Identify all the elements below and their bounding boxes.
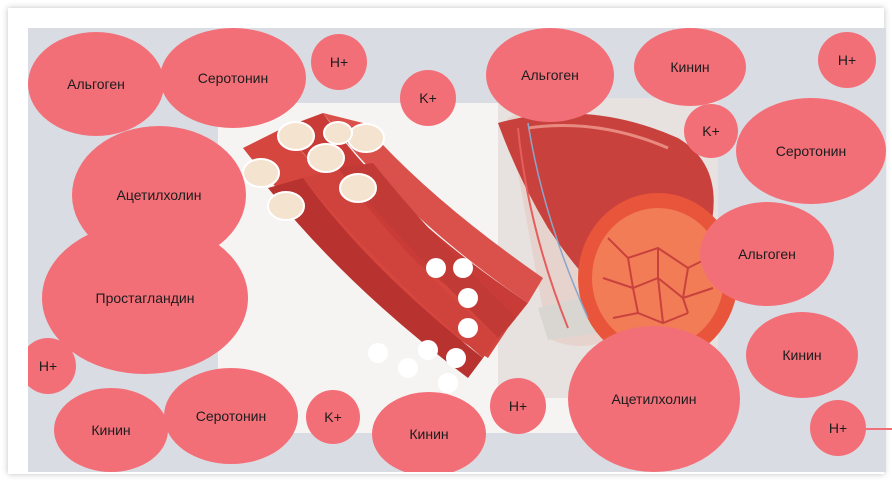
molecule-bubble-algogen: Альгоген	[28, 32, 164, 136]
bubble-label: H+	[330, 54, 348, 70]
bubble-label: Кинин	[670, 59, 709, 75]
bubble-label: Альгоген	[67, 76, 125, 92]
bubble-label: H+	[829, 420, 847, 436]
bubble-label: Кинин	[409, 426, 448, 442]
molecule-bubble-serotonin: Серотонин	[160, 28, 306, 128]
slide-stage: Альгоген Серотонин H+ K+ Альгоген Кинин …	[28, 28, 886, 472]
molecule-bubble-prostaglandin: Простагландин	[42, 222, 248, 374]
bubble-label: Ацетилхолин	[117, 187, 202, 203]
molecule-bubble-serotonin: Серотонин	[164, 368, 298, 464]
molecule-bubble-kinin: Кинин	[372, 392, 486, 472]
molecule-bubble-acetylcholine: Ацетилхолин	[568, 326, 740, 472]
bubble-label: K+	[419, 90, 437, 106]
bubble-label: H+	[838, 52, 856, 68]
molecule-bubble-h-plus: H+	[818, 32, 876, 88]
bubble-label: Серотонин	[776, 143, 847, 159]
molecule-bubble-h-plus: H+	[311, 34, 367, 90]
bubble-label: Серотонин	[198, 70, 269, 86]
bubble-label: K+	[702, 123, 720, 139]
molecule-bubble-h-plus: H+	[490, 378, 546, 434]
molecule-bubble-algogen: Альгоген	[486, 28, 614, 122]
molecule-bubble-h-plus: H+	[810, 400, 866, 456]
connector-line	[866, 428, 892, 430]
bubble-label: Кинин	[91, 422, 130, 438]
bubble-label: Альгоген	[738, 246, 796, 262]
bubble-label: H+	[509, 398, 527, 414]
molecule-bubble-k-plus: K+	[306, 390, 360, 444]
molecule-bubble-kinin: Кинин	[634, 28, 746, 106]
bubble-label: Альгоген	[521, 67, 579, 83]
molecule-bubble-k-plus: K+	[684, 104, 738, 158]
molecule-bubble-serotonin: Серотонин	[736, 98, 886, 204]
molecule-bubble-kinin: Кинин	[746, 312, 858, 398]
bubble-label: H+	[39, 358, 57, 374]
fiber-bundles	[243, 113, 543, 378]
bubble-label: Кинин	[782, 347, 821, 363]
molecule-bubble-kinin: Кинин	[54, 388, 168, 472]
bubble-label: Серотонин	[196, 408, 267, 424]
bubble-label: K+	[324, 409, 342, 425]
molecule-bubble-algogen: Альгоген	[700, 202, 834, 306]
molecule-bubble-k-plus: K+	[400, 70, 456, 126]
bubble-label: Простагландин	[96, 290, 195, 306]
bubble-label: Ацетилхолин	[612, 391, 697, 407]
